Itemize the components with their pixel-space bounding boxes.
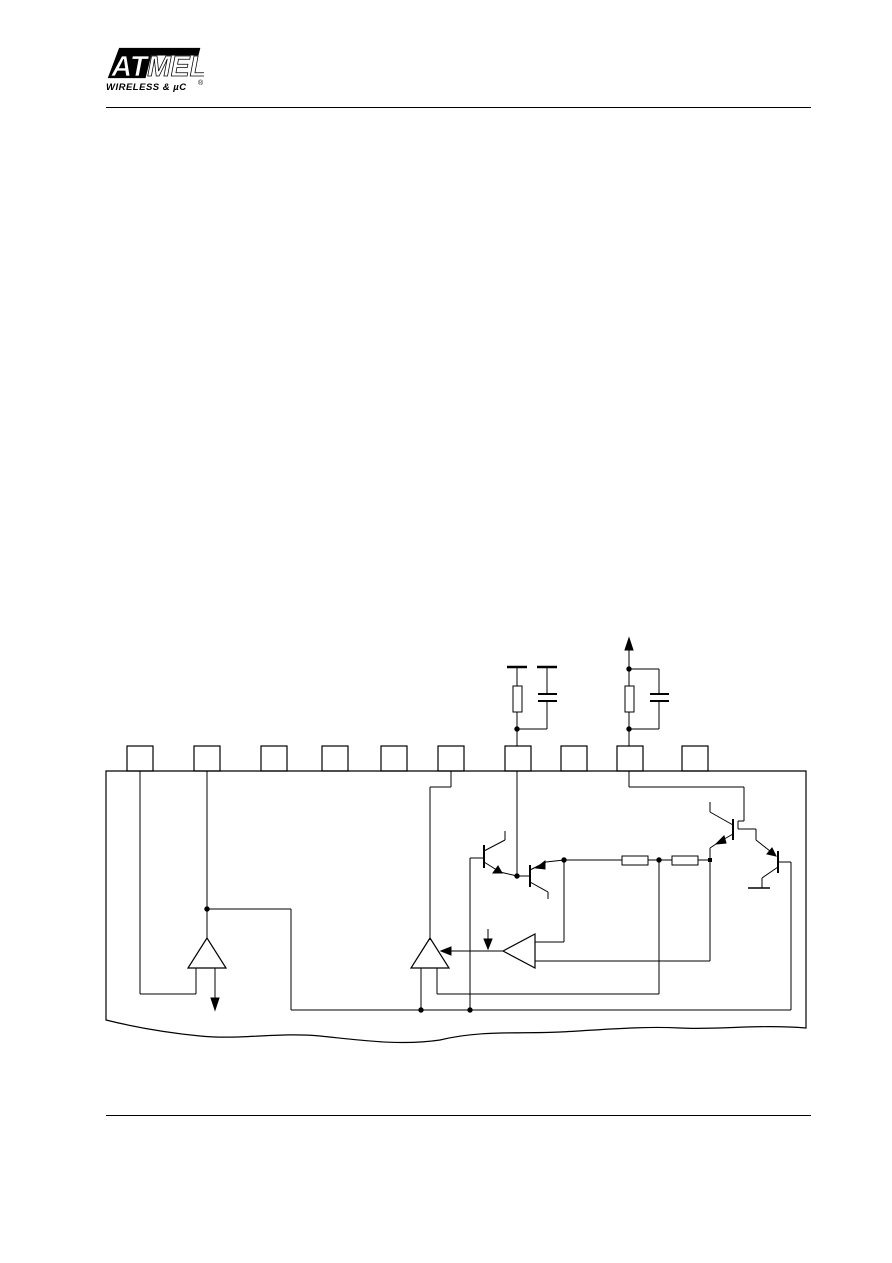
amplifier-center-icon — [409, 936, 451, 969]
pin-5 — [380, 745, 408, 772]
supply-arrow-icon — [624, 636, 634, 651]
pin-2 — [193, 745, 221, 772]
logo-registered-mark: ® — [198, 80, 204, 87]
resistor-pin7 — [512, 685, 523, 713]
resistor-pin9 — [624, 685, 635, 713]
atmel-logo: ATMEL WIRELESS & µC ® — [106, 42, 216, 98]
pin-7 — [504, 745, 532, 772]
left-amplifier — [139, 771, 292, 1012]
pin-1 — [126, 745, 154, 772]
ic-body-outline — [105, 770, 807, 1044]
transistor-pair-left — [469, 771, 567, 1010]
amplifier-left-icon — [186, 936, 228, 969]
pin-row — [126, 745, 709, 772]
logo-wordmark: ATMEL — [111, 51, 204, 80]
pin-4 — [321, 745, 349, 772]
ground-bus — [291, 861, 792, 1013]
resistor-r1 — [621, 855, 649, 866]
comparator — [483, 860, 711, 969]
transistor-pair-right — [628, 771, 779, 889]
header-rule — [106, 107, 811, 108]
output-arrow-icon — [210, 997, 220, 1012]
pin-8 — [560, 745, 588, 772]
pin-10 — [681, 745, 709, 772]
resistor-chain — [564, 855, 712, 994]
comparator-icon — [501, 933, 536, 969]
center-amplifier — [409, 771, 659, 1010]
bias-arrow-icon — [483, 938, 493, 951]
logo-mark-icon: ATMEL — [107, 47, 204, 80]
rc-network-pin7 — [507, 665, 557, 746]
resistor-r2 — [671, 855, 699, 866]
pin-6 — [437, 745, 465, 772]
signal-arrow-icon — [439, 946, 452, 956]
footer-rule — [106, 1115, 811, 1116]
pin-3 — [260, 745, 288, 772]
pin-9 — [616, 745, 644, 772]
logo-tagline: WIRELESS & µC — [106, 82, 187, 93]
rc-network-pin9 — [624, 636, 669, 746]
